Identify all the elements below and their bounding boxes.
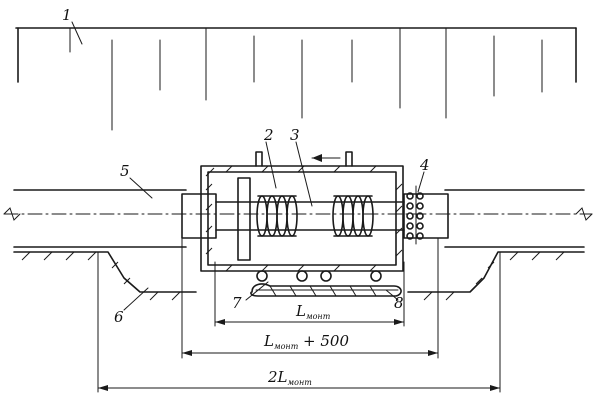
label-4: 4 bbox=[419, 156, 430, 174]
label-8: 8 bbox=[394, 294, 404, 312]
main-pipe bbox=[3, 189, 593, 248]
dimension-inner-sub: монт bbox=[306, 312, 331, 321]
induction-coil-left bbox=[256, 195, 298, 237]
induction-coil-right bbox=[332, 195, 374, 237]
label-7: 7 bbox=[232, 294, 242, 312]
external-clamp bbox=[406, 185, 424, 245]
label-2: 2 bbox=[263, 126, 274, 144]
structure-stripes bbox=[69, 27, 543, 131]
heating-chamber bbox=[200, 151, 405, 282]
dimension-middle: Lмонт + 500 bbox=[263, 332, 349, 351]
dimension-lines bbox=[97, 237, 501, 393]
label-3: 3 bbox=[290, 126, 300, 144]
dimension-outer: 2Lмонт bbox=[267, 368, 312, 387]
dimension-outer-sub: монт bbox=[288, 378, 313, 387]
dimension-middle-main: L bbox=[263, 332, 274, 350]
dimension-middle-suffix: + 500 bbox=[298, 332, 349, 350]
dimension-outer-main: 2L bbox=[267, 368, 288, 386]
label-6: 6 bbox=[114, 308, 124, 326]
dimension-inner-main: L bbox=[295, 302, 306, 320]
dimension-inner: Lмонт bbox=[295, 302, 331, 321]
dimension-middle-sub: монт bbox=[274, 342, 299, 351]
support-rails bbox=[250, 283, 402, 297]
label-5: 5 bbox=[120, 162, 130, 180]
overhead-structure bbox=[15, 27, 577, 131]
leader-lines bbox=[71, 21, 425, 311]
label-1: 1 bbox=[62, 6, 72, 24]
trench bbox=[13, 251, 585, 301]
